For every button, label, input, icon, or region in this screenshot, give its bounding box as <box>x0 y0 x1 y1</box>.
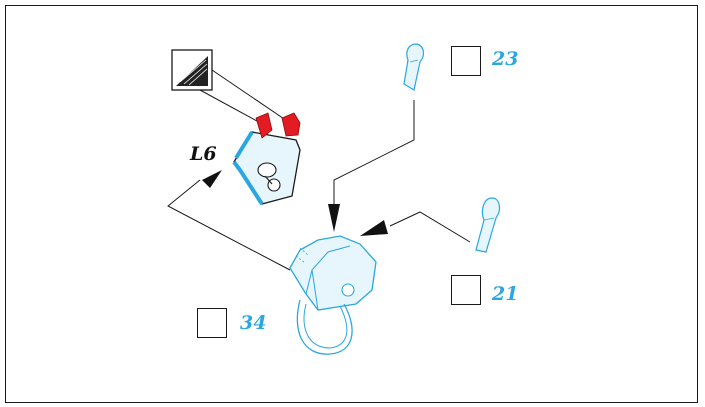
step-21-box <box>451 275 481 305</box>
pin-23-leader-line <box>334 100 414 208</box>
part-l6-illustration <box>234 113 300 204</box>
part-label-l6: L6 <box>190 145 217 164</box>
step-23-number: 23 <box>492 50 518 69</box>
pin-21-leader-line <box>390 212 470 242</box>
step-34-number: 34 <box>240 314 266 333</box>
pin-21-arrowhead <box>360 220 388 236</box>
pin-23-illustration <box>404 44 423 90</box>
grease-icon <box>172 50 212 90</box>
l6-arrowhead <box>202 170 222 188</box>
step-21-number: 21 <box>492 285 518 304</box>
pin-23-arrowhead <box>328 204 340 232</box>
pin-21-illustration <box>476 198 499 252</box>
step-23-box <box>451 46 481 76</box>
step-34-box <box>197 308 227 338</box>
hood-part-illustration <box>290 236 376 354</box>
